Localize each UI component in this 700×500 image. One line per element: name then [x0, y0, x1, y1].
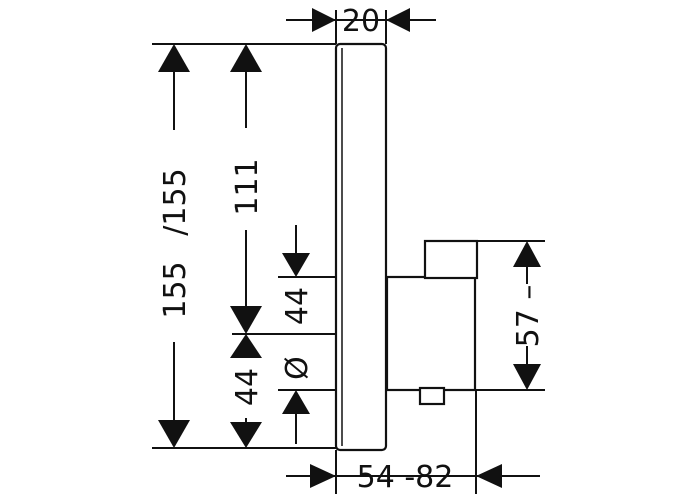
product-outline — [334, 42, 479, 452]
arrow-20-right — [386, 8, 410, 32]
valve-body — [385, 275, 477, 392]
extension-lines — [152, 10, 545, 494]
arrow-axis-lower — [282, 390, 310, 414]
arrow-111-bottom — [230, 306, 262, 334]
valve-cap — [423, 239, 479, 280]
valve-bottom-nub — [418, 386, 446, 406]
arrow-111-top — [230, 44, 262, 72]
dimension-labels: 20 155 /155 111 44 Ø 44 57 – 54 -82 — [158, 4, 546, 495]
label-155-b: /155 — [158, 168, 193, 235]
arrow-44-lower-bottom — [230, 422, 262, 448]
label-44-upper: 44 — [280, 287, 315, 325]
arrow-155-top — [158, 44, 190, 72]
arrow-57-bottom — [513, 364, 541, 390]
label-155-a: 155 — [158, 261, 193, 318]
label-44-lower: 44 — [230, 368, 265, 406]
label-diameter: Ø — [280, 356, 315, 380]
label-57: 57 – — [511, 285, 546, 348]
arrow-depth-right — [476, 464, 502, 488]
arrow-155-bottom — [158, 420, 190, 448]
arrow-57-top — [513, 241, 541, 267]
arrow-44-upper — [282, 253, 310, 277]
arrow-20-left — [312, 8, 336, 32]
arrow-44-lower-top — [230, 334, 262, 358]
cover-plate — [334, 42, 388, 452]
label-54-82: 54 -82 — [357, 460, 454, 495]
arrowheads — [158, 8, 541, 488]
label-20: 20 — [342, 4, 380, 39]
label-111: 111 — [230, 158, 265, 215]
arrow-depth-left — [310, 464, 336, 488]
